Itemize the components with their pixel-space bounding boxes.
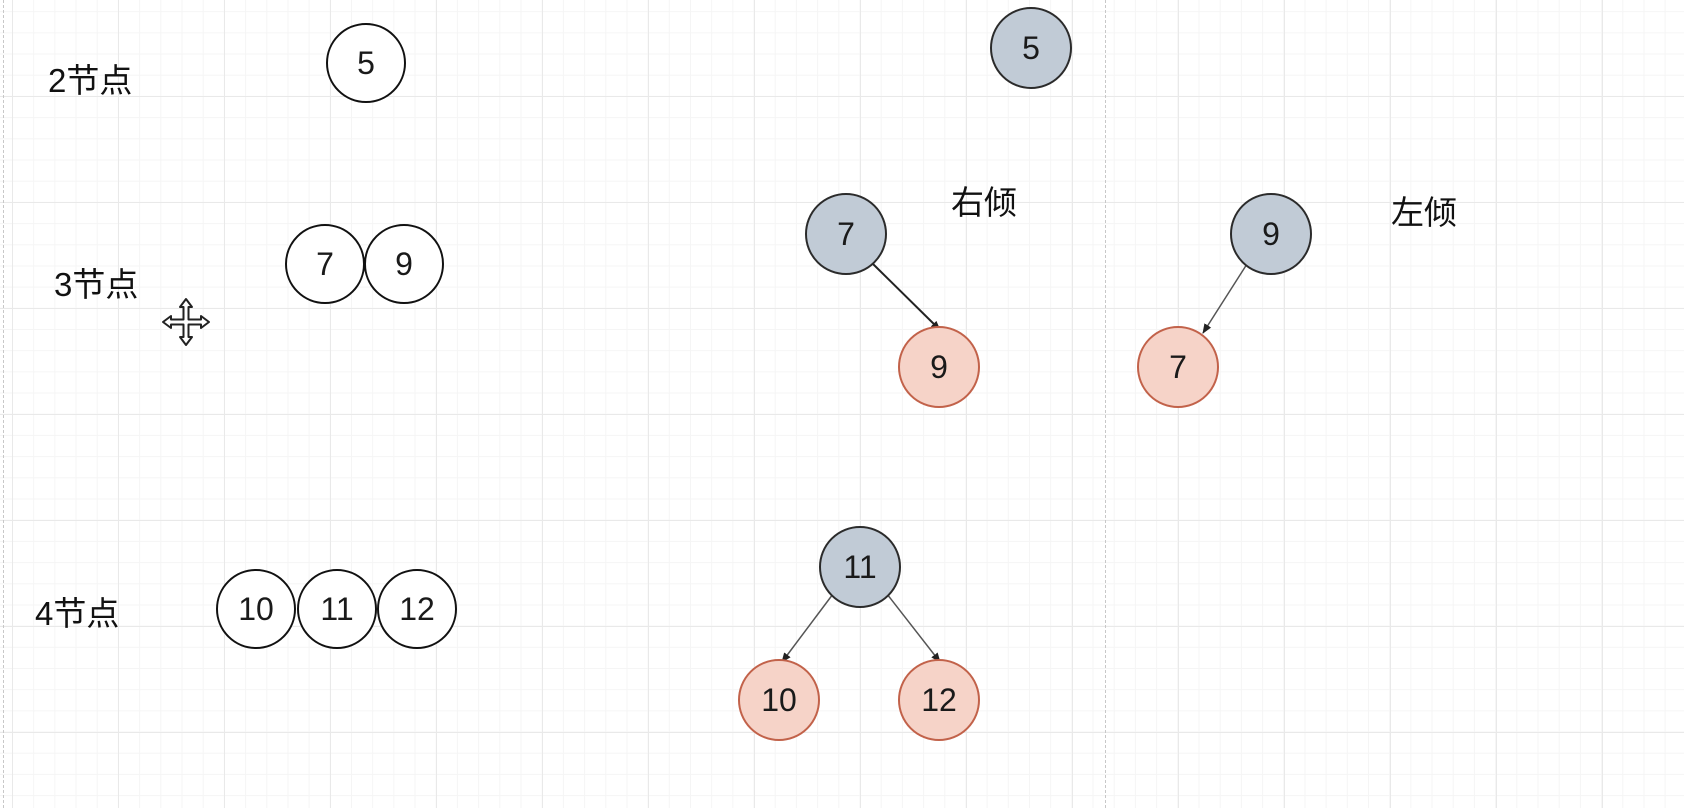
four-node-key-left[interactable]: 10 [216, 569, 296, 649]
edge-split-left [781, 593, 834, 663]
edge-split-right [886, 593, 941, 663]
split-red-left-node[interactable]: 10 [738, 659, 820, 741]
move-cursor-icon [162, 298, 210, 346]
label-3-node: 3节点 [54, 266, 139, 303]
two-node-key[interactable]: 5 [326, 23, 406, 103]
edge-left-lean [1202, 263, 1248, 334]
three-node-key-right[interactable]: 9 [364, 224, 444, 304]
label-2-node: 2节点 [48, 62, 133, 99]
label-right-lean: 右倾 [951, 184, 1017, 221]
label-left-lean: 左倾 [1391, 194, 1457, 231]
right-lean-red-child-node[interactable]: 9 [898, 326, 980, 408]
left-lean-parent-node[interactable]: 9 [1230, 193, 1312, 275]
single-black-node[interactable]: 5 [990, 7, 1072, 89]
four-node-key-middle[interactable]: 11 [297, 569, 377, 649]
four-node-key-right[interactable]: 12 [377, 569, 457, 649]
three-node-key-left[interactable]: 7 [285, 224, 365, 304]
page-edge-left [3, 0, 4, 808]
left-lean-red-child-node[interactable]: 7 [1137, 326, 1219, 408]
split-parent-node[interactable]: 11 [819, 526, 901, 608]
split-red-right-node[interactable]: 12 [898, 659, 980, 741]
page-divider [1105, 0, 1106, 808]
right-lean-parent-node[interactable]: 7 [805, 193, 887, 275]
edge-right-lean [872, 263, 941, 331]
label-4-node: 4节点 [35, 595, 120, 632]
